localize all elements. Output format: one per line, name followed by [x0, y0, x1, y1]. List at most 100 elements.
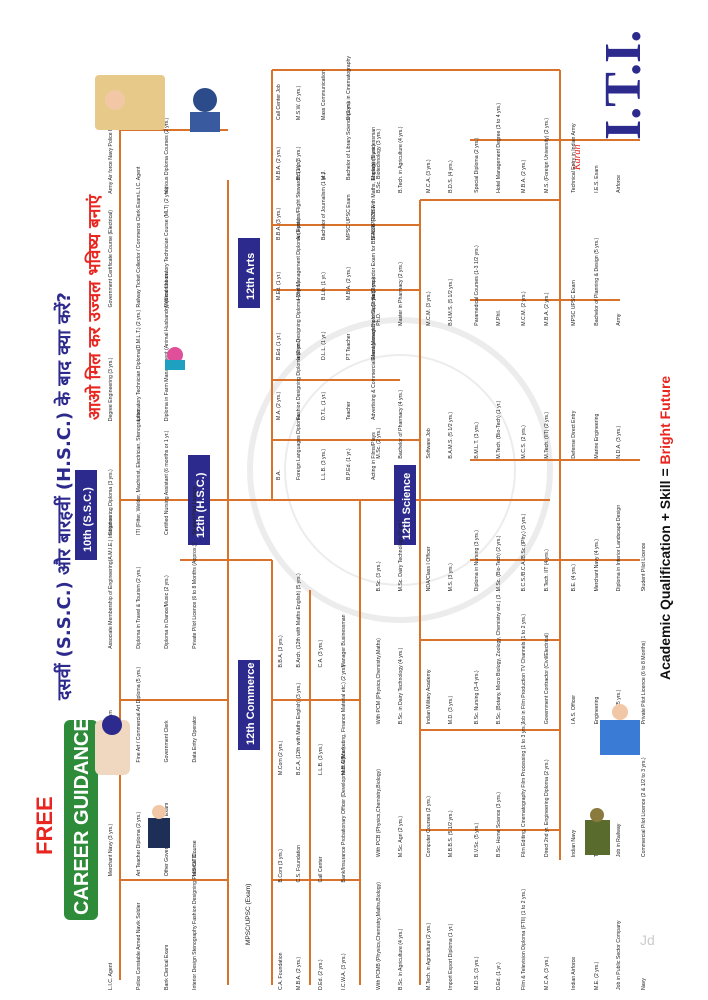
- science-branch-item: Software Job: [426, 428, 432, 458]
- science-branch-item: With PCB (Physics,Chemistry,Biology): [376, 769, 382, 857]
- illustration-businessman: [95, 715, 130, 775]
- science-branch-item: M.Sc. Dairy Technology (2 yrs.): [398, 519, 404, 591]
- science-branch-item: B.E. (4 yrs.): [571, 564, 577, 592]
- commerce-branch-item: M.Com (2 yrs.): [278, 740, 284, 775]
- tagline: Academic Qualification + Skill = Bright …: [657, 376, 673, 680]
- science-branch-item: Job in Film Production TV Channels (1 to…: [521, 614, 527, 725]
- science-branch-item: B.C.S./B.C.A./B.Sc.(IPhy.) (3 yrs.): [521, 513, 527, 591]
- arts-branch-item: M.A. (2 yrs.): [276, 391, 282, 420]
- science-branch-item: B.Tech. in Agriculture (4 yrs.): [398, 126, 404, 193]
- commerce-branch-item: I.C.W.A. (3 yrs.): [341, 953, 347, 990]
- science-branch-item: M.Phil.: [496, 310, 502, 326]
- science-branch-item: Government Contractor (Civil/Electrical): [544, 633, 550, 725]
- ssc-branch-item: L.I.C. Agent: [136, 166, 142, 194]
- science-branch-item: M.Sc. (Bio-Tech) (2 yrs.): [496, 535, 502, 591]
- science-branch-item: M.C.S. (2 yrs.): [521, 425, 527, 459]
- commerce-branch-item: B.Arch. (12th with Maths English) (5 yrs…: [296, 573, 302, 668]
- node-science: 12th Science: [394, 465, 416, 545]
- science-branch-item: Film Editing, Cinematography Film Proces…: [521, 723, 527, 857]
- arts-branch-item: Fashion Designing Diploma (2 yrs.): [296, 339, 302, 420]
- career-guidance-label: CAREER GUIDANCE: [71, 718, 93, 915]
- hindi-subtitle: आओ मिल कर उज्वल भविष्य बनाएं: [84, 194, 105, 420]
- commerce-branch-item: Call Center: [318, 856, 324, 882]
- science-branch-item: Indian Military Academy: [426, 669, 432, 724]
- free-label: FREE: [32, 796, 57, 855]
- science-branch-item: B.Sc. (Botany, Micro Biology, Zoology, C…: [496, 588, 502, 724]
- science-branch-item: N.D.A. (3 yrs.): [616, 425, 622, 458]
- science-branch-item: B.Sc. in Dairy Technology (4 yrs.): [398, 647, 404, 724]
- science-branch-item: M.Tech. (Bio-Tech) (1 yr.): [496, 400, 502, 458]
- node-commerce: 12th Commerce: [238, 660, 260, 750]
- node-arts-label: 12th Arts: [245, 253, 257, 300]
- science-branch-item: M.Tech. in Agriculture (2 yrs.): [426, 923, 432, 990]
- arts-branch-item: B.Arch. (12th with Maths, English) (5 yr…: [371, 144, 377, 240]
- illustration-dancer: [165, 347, 185, 370]
- science-branch-item: Commercial Pilot Licence (2 & 1/2 to 3 y…: [641, 757, 647, 857]
- karan-badge: Karan: [572, 144, 583, 171]
- iti-logo: I.T.I.: [595, 30, 652, 140]
- arts-branch-item: MPSC UPSC Exam: [346, 194, 352, 240]
- illustration-engineer: [600, 704, 640, 755]
- commerce-branch-item: B.B.A. (3 yrs.): [278, 635, 284, 668]
- arts-branch-item: M.Ed. (1 yr.): [276, 271, 282, 300]
- science-branch-item: Technical Entry in Indian Army: [571, 123, 577, 193]
- arts-branch-item: B.A.: [276, 470, 282, 480]
- science-branch-item: B.Sc. Biotechnology (3 yrs.): [376, 129, 382, 193]
- science-branch-item: B.Sc. (3 yrs.): [376, 561, 382, 591]
- science-branch-item: Film & Television Diploma (FTII) (1 to 2…: [521, 889, 527, 990]
- science-branch-item: Diploma in Nursing (3 yrs.): [474, 530, 480, 592]
- science-branch-item: Private Pilot Licence (6 to 8 Months): [641, 641, 647, 725]
- illustration-soldier: [585, 808, 610, 855]
- arts-branch-item: Air Hostess/Flight Stewardth (1 yr.): [296, 160, 302, 240]
- arts-branch-item: M.B.A. (2 yrs.): [346, 267, 352, 300]
- science-branch-item: M.B.A. (2 yrs.): [544, 292, 550, 325]
- science-branch-item: B.D.S. (4 yrs.): [448, 160, 454, 193]
- ssc-branch-item: Army Air force Navy Police Recruitment E…: [108, 88, 114, 194]
- arts-branch-item: L.L.B. (3 yrs.): [321, 449, 327, 480]
- arts-branch-item: Bachelor of Journalism (1 yr.): [321, 172, 327, 240]
- watermark-seal: [247, 317, 553, 623]
- node-ssc: 10th (S.S.C.): [75, 470, 97, 560]
- tree-lines: [119, 69, 640, 985]
- ssc-branch-item: Diploma in Travel & Tourism (2 yrs.): [136, 566, 142, 648]
- node-hsc: 12th (H.S.C.): [188, 455, 210, 545]
- node-commerce-label: 12th Commerce: [245, 662, 257, 745]
- ssc-branch-item: Police Constable Armed Navik Soldier: [136, 902, 142, 990]
- commerce-branch-item: Manager Businessman: [341, 614, 347, 667]
- arts-branch-item: Advertising & Commercial Management Dipl…: [371, 290, 377, 420]
- science-branch-item: M.C.M. (2 yrs.): [521, 291, 527, 326]
- arts-branch-item: Bachelor of Library Science (1 yr.): [346, 102, 352, 180]
- commerce-branch-item: Bank/Insurance Probationary Officer (Dev…: [341, 740, 347, 882]
- science-branch-item: Bachelor of Pharmacy (4 yrs.): [398, 390, 404, 459]
- science-branch-item: Hotel Management Degree (3 to 4 yrs.): [496, 103, 502, 193]
- ssc-branch-item: Data Entry Operator: [192, 716, 198, 763]
- science-branch-item: Ph.D.: [376, 313, 382, 326]
- commerce-branch-item: D.Ed. (2 yrs.): [318, 959, 324, 990]
- arts-branch-item: D.L.L. (1 yr.): [321, 331, 327, 360]
- arts-branch-item: Hotel Management Diploma (3 yrs.): [296, 218, 302, 300]
- science-branch-item: B.H.M.S. (5 1/2 yrs.): [448, 278, 454, 325]
- science-branch-item: Indian Airforce: [571, 957, 577, 990]
- science-branch-item: M.D. (3 yrs.): [448, 695, 454, 724]
- science-branch-item: Defense Direct Entry: [571, 410, 577, 458]
- science-branch-item: Diploma in Interior Landscape Design: [616, 505, 622, 592]
- science-branch-item: M.C.M. (3 yrs.): [426, 291, 432, 326]
- commerce-branch-item: B.Com (3 yrs.): [278, 849, 284, 883]
- science-branch-item: M.Sc. (2 yrs.): [376, 427, 382, 458]
- science-branch-item: B.A.M.S. (5 1/2 yrs.): [448, 412, 454, 459]
- science-branch-item: Engineering: [594, 696, 600, 724]
- ssc-branch-item: Interior Design Stenography Fashion Desi…: [192, 848, 198, 990]
- science-branch-item: Computer Courses (2 yrs.): [426, 796, 432, 857]
- science-branch-item: I.E.S. Exam: [594, 165, 600, 192]
- science-branch-item: B.M.L.T. (3 yrs.): [474, 422, 480, 459]
- ssc-branch-item: Diploma in Farm Management (Animal Husba…: [164, 268, 170, 421]
- commerce-branch-item: L.L.B. (3 yrs.): [318, 744, 324, 775]
- ssc-branch-item: Various Diploma Courses (2 yrs.): [164, 117, 170, 193]
- ssc-branch-item: Engineering Diploma (3 yrs.): [108, 469, 114, 535]
- arts-branch-item: Mass Communication: [321, 70, 327, 120]
- science-branch-item: M.B.B.S. (5 1/2 yrs.): [448, 810, 454, 857]
- ssc-branch-item: Government Clerk: [164, 720, 170, 762]
- science-branch-item: B.Sc. in Agriculture (4 yrs.): [398, 928, 404, 990]
